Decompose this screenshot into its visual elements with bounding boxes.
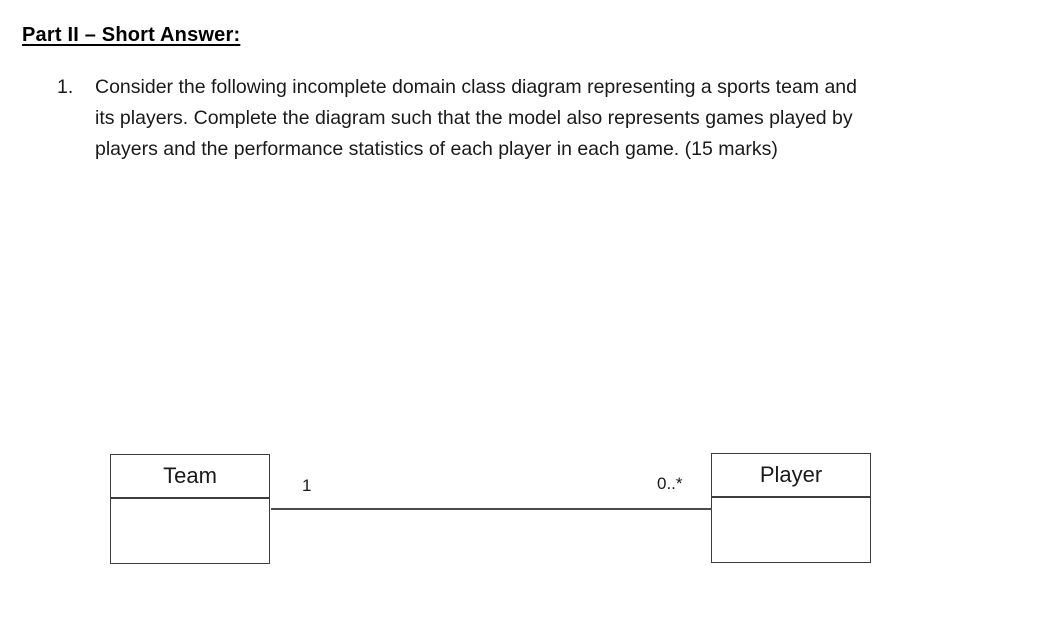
question-line: its players. Complete the diagram such t…: [95, 107, 853, 129]
multiplicity-label-many: 0..*: [657, 474, 683, 493]
multiplicity-label-one: 1: [302, 476, 312, 495]
question-line: players and the performance statistics o…: [95, 138, 778, 160]
class-name-team: Team: [111, 455, 269, 499]
uml-class-box-player: Player: [711, 453, 871, 563]
page-heading: Part II – Short Answer:: [22, 24, 241, 46]
question-text: Consider the following incomplete domain…: [95, 72, 857, 165]
question-item: 1. Consider the following incomplete dom…: [57, 72, 857, 165]
class-attributes-compartment-player: [712, 498, 870, 562]
class-attributes-compartment-team: [111, 499, 269, 563]
association-line: [271, 508, 712, 510]
question-number: 1.: [57, 76, 74, 98]
question-line: Consider the following incomplete domain…: [95, 76, 857, 98]
class-name-player: Player: [712, 454, 870, 498]
uml-class-box-team: Team: [110, 454, 270, 564]
